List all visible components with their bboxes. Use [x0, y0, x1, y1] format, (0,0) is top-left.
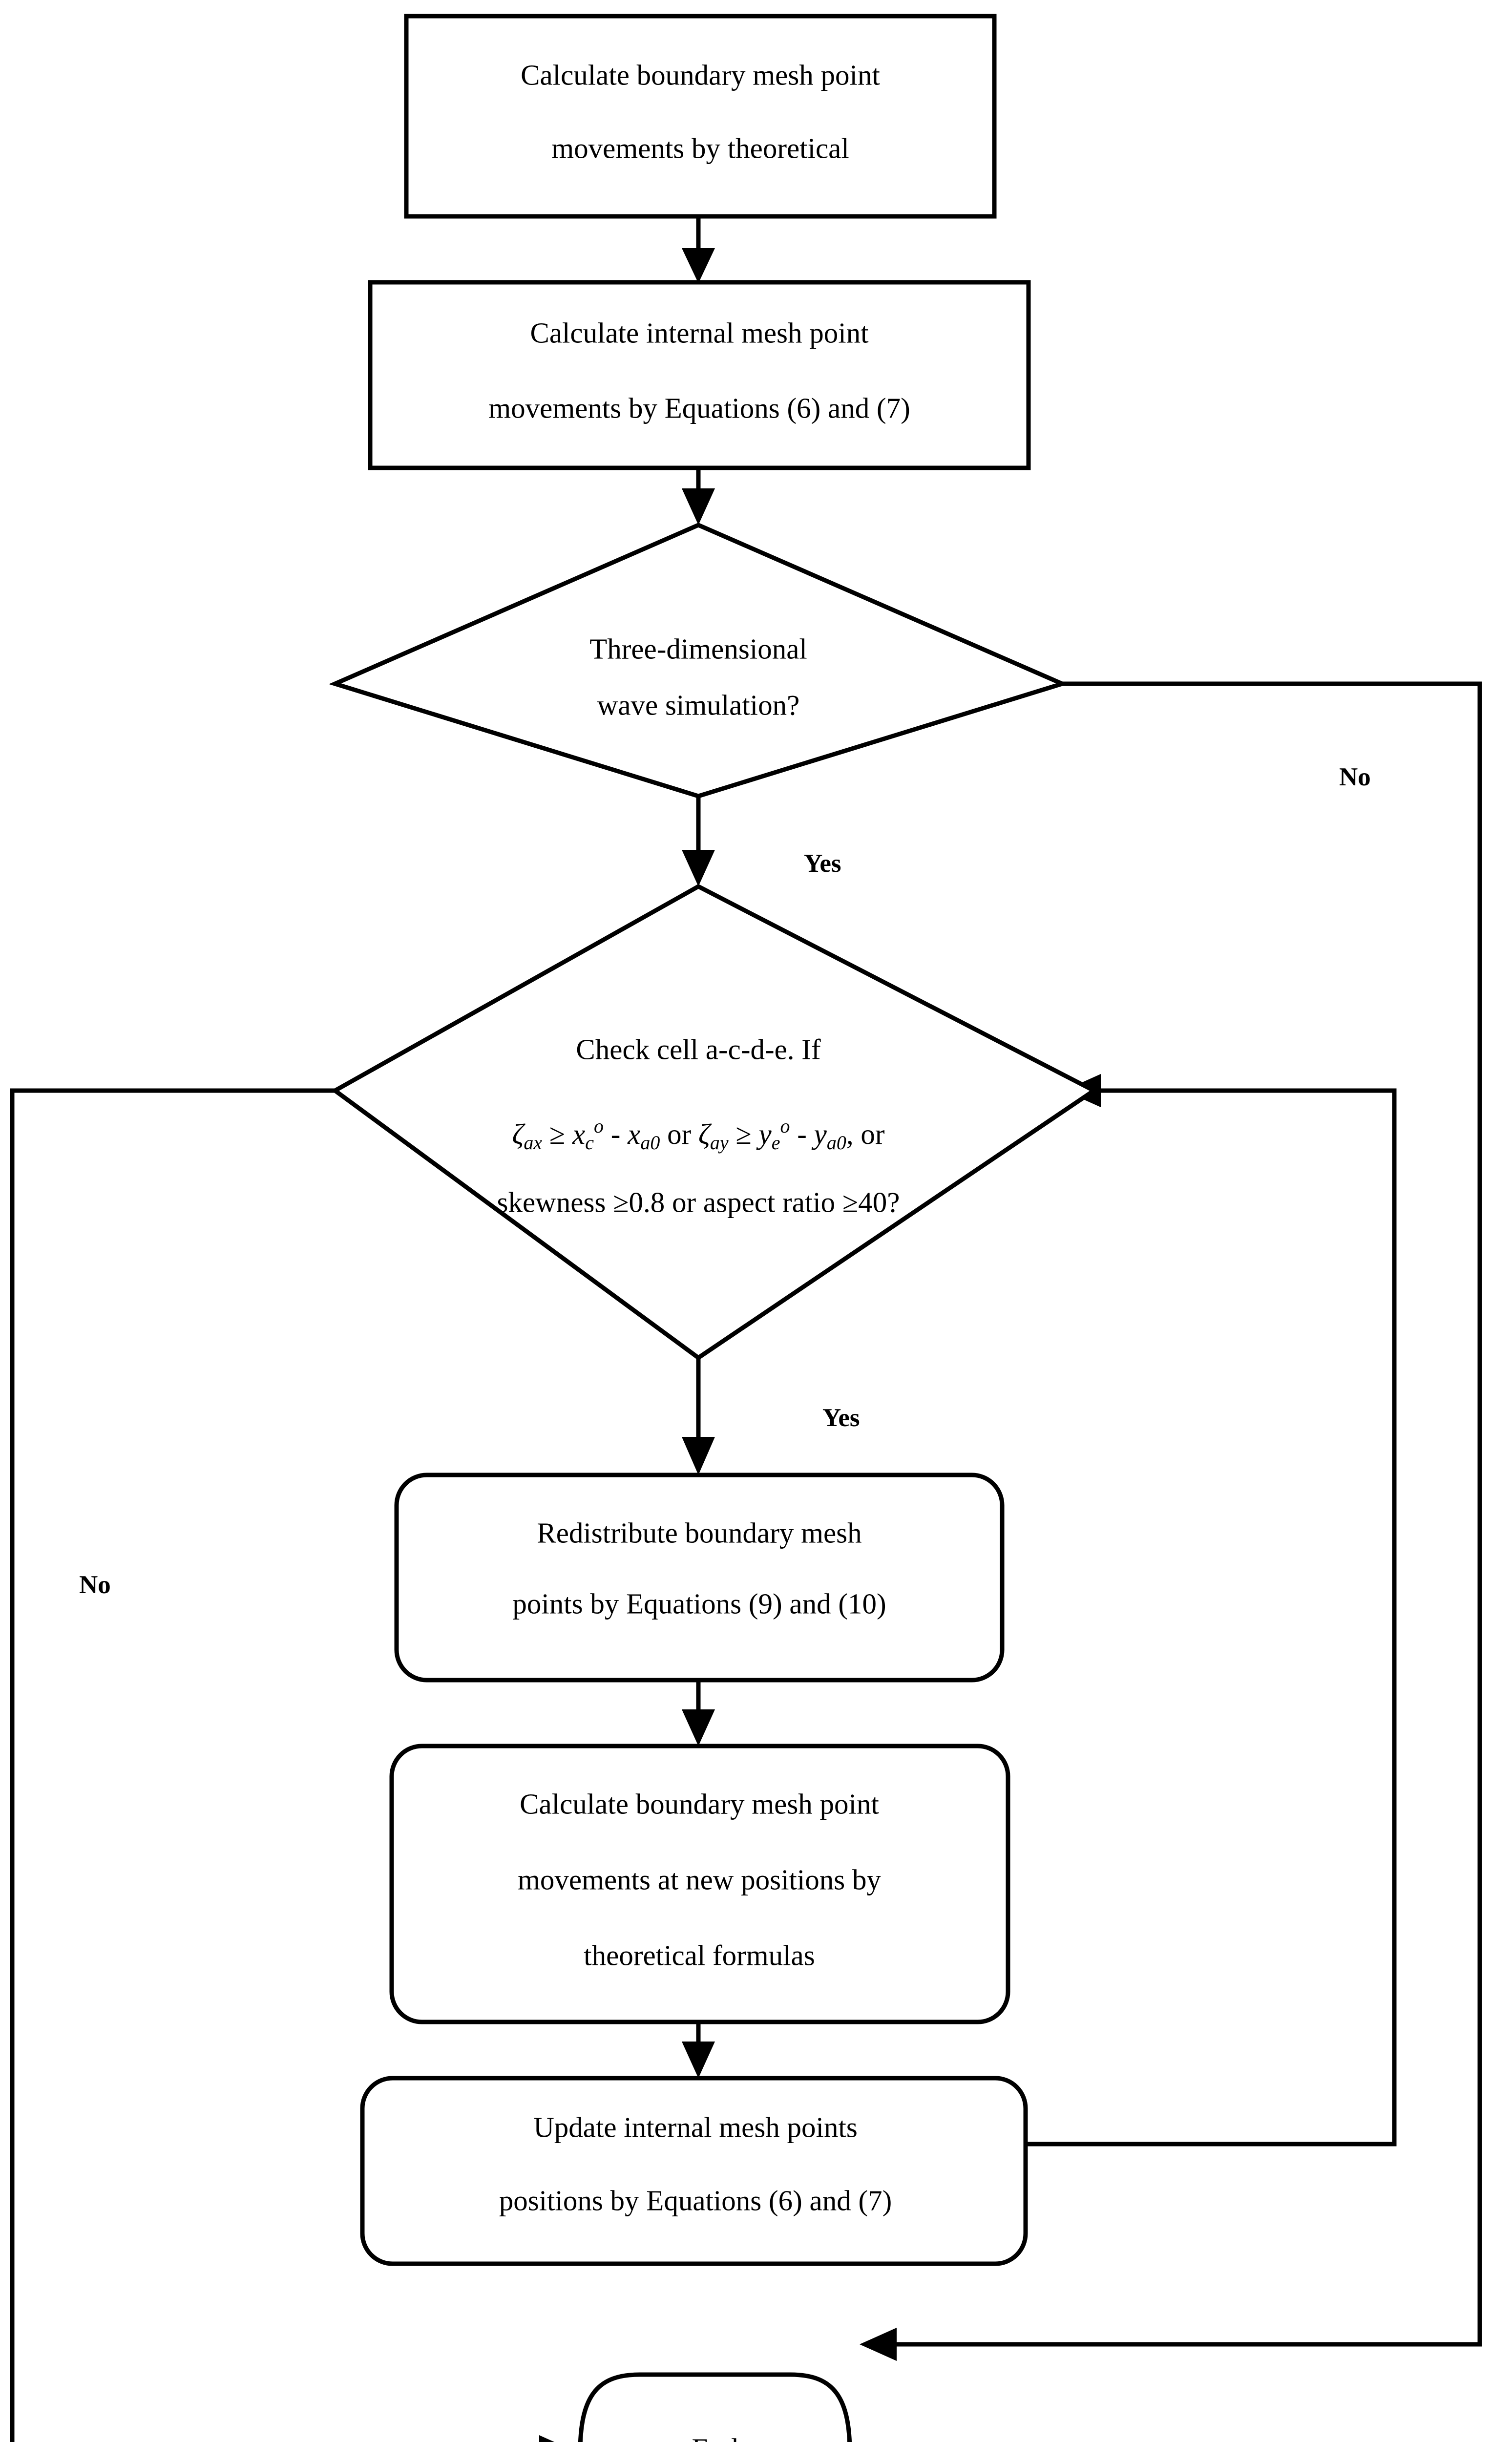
node-calculate-boundary-new-positions[interactable]: Calculate boundary mesh point movements … [389, 1744, 1010, 2024]
node-calculate-boundary-initial-line2: movements by theoretical [551, 132, 849, 165]
connector-redistribute-to-calcboundarynew [682, 1680, 715, 1746]
node-three-dimensional-decision[interactable]: Three-dimensional wave simulation? [329, 523, 1069, 799]
node-three-dimensional-decision-line2: wave simulation? [597, 689, 800, 721]
node-redistribute-boundary-line2: points by Equations (9) and (10) [512, 1588, 886, 1620]
node-update-internal-positions-line1: Update internal mesh points [533, 2111, 858, 2144]
node-calculate-internal-line1: Calculate internal mesh point [530, 317, 869, 349]
connector-updateinternal-to-checkcell-loop [1026, 1074, 1397, 2147]
node-check-cell-decision-line2: ζax ≥ xco - xa0 or ζay ≥ yeo - ya0, or [512, 1115, 885, 1154]
node-calculate-boundary-initial-line1: Calculate boundary mesh point [521, 59, 880, 91]
node-calculate-boundary-new-positions-line2: movements at new positions by [518, 1864, 881, 1896]
node-end-terminal[interactable]: End [578, 2372, 852, 2442]
node-update-internal-positions-line2: positions by Equations (6) and (7) [499, 2185, 892, 2217]
edge-label-threed-yes: Yes [804, 849, 841, 878]
edge-label-threed-no: No [1339, 763, 1371, 791]
connector-calcinternal-to-threed [682, 466, 715, 525]
connector-checkcell-yes-to-redistribute [682, 1358, 715, 1475]
node-calculate-boundary-new-positions-line1: Calculate boundary mesh point [520, 1788, 879, 1820]
node-check-cell-decision-line1: Check cell a-c-d-e. If [576, 1033, 821, 1066]
node-three-dimensional-decision-line1: Three-dimensional [589, 633, 807, 665]
connector-threed-no-to-end [860, 681, 1482, 2361]
node-calculate-internal[interactable]: Calculate internal mesh point movements … [368, 280, 1031, 470]
node-check-cell-decision[interactable]: Check cell a-c-d-e. If ζax ≥ xco - xa0 o… [331, 884, 1098, 1361]
node-check-cell-decision-line3: skewness ≥0.8 or aspect ratio ≥40? [497, 1186, 900, 1219]
node-redistribute-boundary-line1: Redistribute boundary mesh [537, 1517, 861, 1549]
connector-calcboundarynew-to-updateinternal [682, 2022, 715, 2078]
node-calculate-boundary-initial[interactable]: Calculate boundary mesh point movements … [404, 14, 997, 219]
node-calculate-boundary-new-positions-line3: theoretical formulas [584, 1939, 815, 1972]
edge-label-checkcell-yes: Yes [822, 1404, 860, 1432]
node-update-internal-positions[interactable]: Update internal mesh points positions by… [360, 2076, 1028, 2266]
node-end-terminal-label: End [692, 2433, 738, 2442]
connector-checkcell-no-to-end [10, 1088, 555, 2442]
node-calculate-internal-line2: movements by Equations (6) and (7) [488, 392, 910, 424]
connector-threed-yes-to-checkcell [682, 796, 715, 886]
node-redistribute-boundary[interactable]: Redistribute boundary mesh points by Equ… [394, 1473, 1005, 1683]
edge-label-checkcell-no: No [79, 1571, 111, 1599]
connector-calcboundary-to-calcinternal [682, 216, 715, 283]
